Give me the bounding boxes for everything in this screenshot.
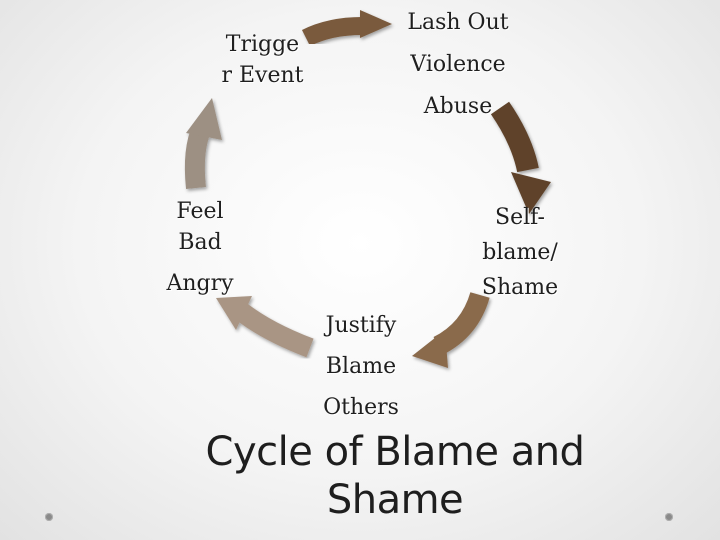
node-feel-bad-angry: Feel Bad Angry [166,199,234,296]
arrow-justify-to-feel-bad [216,296,314,358]
slide-title: Cycle of Blame and Shame [205,429,585,523]
arrow-self-blame-to-justify [412,291,490,368]
arrow-trigger-to-lash-out [301,10,392,47]
bullet-dot-icon [665,513,673,521]
arrow-feel-bad-to-trigger [184,98,222,190]
bullet-dot-icon [45,513,53,521]
node-self-blame: Self- blame/ Shame [481,205,559,300]
node-justify-blame-others: Justify Blame Others [323,313,399,420]
arrow-lash-out-to-self-blame [490,101,551,214]
node-trigger-event: Trigge r Event [221,32,304,88]
node-lash-out: Lash Out Violence Abuse [407,10,509,119]
